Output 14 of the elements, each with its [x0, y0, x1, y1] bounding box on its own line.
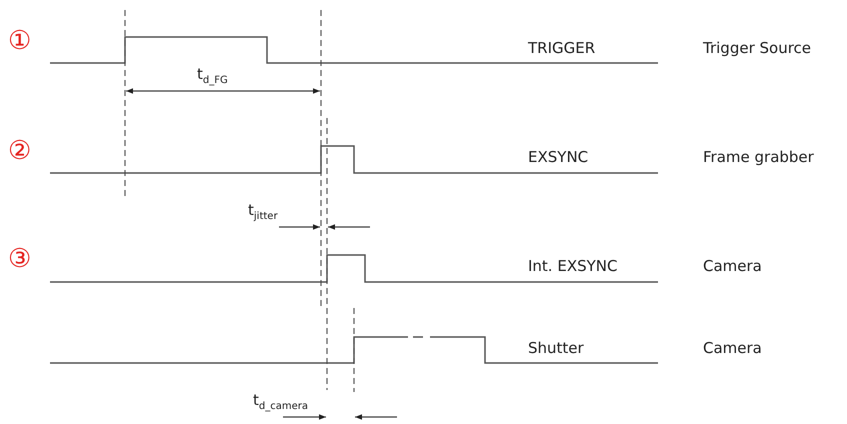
device-name: Frame grabber	[703, 150, 814, 165]
signal-name: EXSYNC	[528, 150, 588, 165]
dimension-label: t$_{d_FG}$	[197, 67, 228, 86]
signal-name: Int. EXSYNC	[528, 259, 618, 274]
callout-number: ③	[8, 246, 32, 272]
device-name: Camera	[703, 341, 762, 356]
signal-name: TRIGGER	[528, 41, 596, 56]
dimension-label: t$_{jitter}$	[248, 203, 278, 222]
callout-number: ①	[8, 28, 32, 54]
device-name: Camera	[703, 259, 762, 274]
callout-number: ②	[8, 138, 32, 164]
device-name: Trigger Source	[703, 41, 812, 56]
dimension-label: t$_{d_camera}$	[253, 393, 308, 412]
signal-name: Shutter	[528, 341, 584, 356]
